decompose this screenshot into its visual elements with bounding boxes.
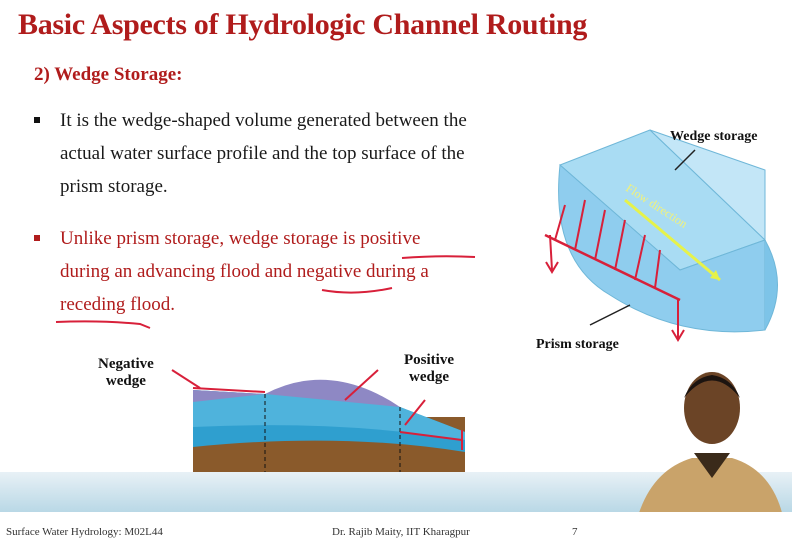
footer-page-number: 7	[572, 526, 578, 538]
wedge-pointer	[674, 149, 696, 171]
wedge-storage-label: Wedge storage	[670, 129, 758, 144]
channel-storage-diagram: Flow direction	[544, 129, 778, 342]
flow-arrow-head	[710, 270, 720, 280]
positive-wedge-hump	[265, 379, 400, 407]
ink-arrow-left	[545, 234, 559, 274]
ink-surface-line	[192, 387, 463, 441]
wedge-face	[649, 129, 766, 242]
bullet-definition-text: It is the wedge-shaped volume generated …	[60, 110, 467, 197]
underline-positive	[401, 255, 476, 259]
footer-bar	[0, 512, 792, 543]
bullet-positive-negative-text: Unlike prism storage, wedge storage is p…	[60, 228, 429, 315]
negative-wedge-pointer	[171, 369, 201, 389]
underline-negative	[321, 287, 393, 294]
bullet-marker	[34, 117, 40, 123]
flow-direction-arrow	[624, 198, 721, 282]
bullet-positive-negative: Unlike prism storage, wedge storage is p…	[34, 222, 474, 321]
prism-pointer	[589, 304, 631, 326]
channel-end	[764, 239, 778, 331]
footer-instructor: Dr. Rajib Maity, IIT Kharagpur	[332, 526, 470, 538]
underline-receding-flood	[55, 320, 151, 329]
negative-wedge	[193, 390, 265, 402]
water-upper	[193, 390, 465, 440]
bullet-definition: It is the wedge-shaped volume generated …	[34, 104, 474, 203]
presenter-hair	[684, 375, 740, 398]
prism-ink-line	[544, 233, 681, 302]
positive-wedge-label: Positive wedge	[404, 352, 454, 385]
prism-storage-label: Prism storage	[536, 337, 619, 352]
footer-course: Surface Water Hydrology: M02L44	[6, 526, 163, 538]
slide-title: Basic Aspects of Hydrologic Channel Rout…	[18, 8, 588, 41]
channel-body	[558, 163, 766, 333]
ink-hatching	[554, 199, 661, 289]
presenter-collar	[694, 453, 730, 478]
presenter-head	[684, 372, 740, 444]
bullet-marker	[34, 235, 40, 241]
negative-wedge-label: Negative wedge	[98, 356, 154, 389]
positive-wedge-pointer	[404, 399, 426, 426]
slide-subtitle: 2) Wedge Storage:	[34, 64, 183, 85]
ink-arrow-right	[671, 300, 685, 342]
positive-hump-pointer	[344, 369, 379, 401]
